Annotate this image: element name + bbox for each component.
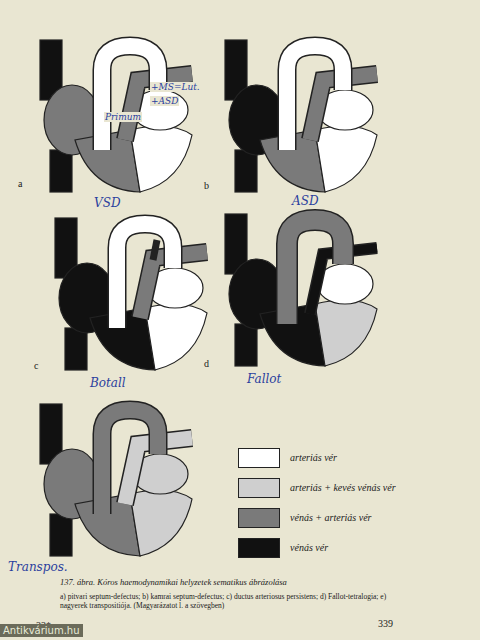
heart-c [55, 218, 207, 370]
legend-text: vénás + arteriás vér [290, 512, 371, 523]
watermark: Antikvárium.hu [0, 624, 83, 637]
handwritten-note: VSD [92, 196, 123, 210]
handwritten-note: Primum [104, 112, 142, 122]
legend-swatch [238, 538, 280, 558]
handwritten-note: +MS=Lut. [150, 82, 201, 92]
handwritten-note: ASD [290, 194, 321, 208]
legend-swatch [238, 478, 280, 498]
page-number: 339 [378, 618, 393, 629]
heart-a [40, 40, 192, 192]
panel-letter: d [204, 358, 209, 369]
caption-explanation: a) pitvari septum-defectus; b) kamrai se… [60, 592, 405, 611]
handwritten-note: +ASD [150, 96, 179, 106]
heart-d [225, 214, 377, 366]
panel-letter: a [18, 178, 22, 189]
handwritten-note: Fallot [245, 372, 283, 386]
panel-letter: c [34, 360, 38, 371]
legend-swatch [238, 508, 280, 528]
figure-caption: 137. ábra. Kóros haemodynamikai helyzete… [60, 577, 405, 587]
legend-swatch [238, 448, 280, 468]
heart-b [225, 40, 377, 192]
heart-e [40, 404, 192, 556]
legend-text: vénás vér [290, 542, 328, 553]
legend-text: arteriás vér [290, 452, 337, 463]
handwritten-note: Transpos. [6, 560, 70, 574]
panel-letter: b [204, 180, 209, 191]
handwritten-note: Botall [88, 376, 128, 390]
legend-text: arteriás + kevés vénás vér [290, 482, 396, 493]
